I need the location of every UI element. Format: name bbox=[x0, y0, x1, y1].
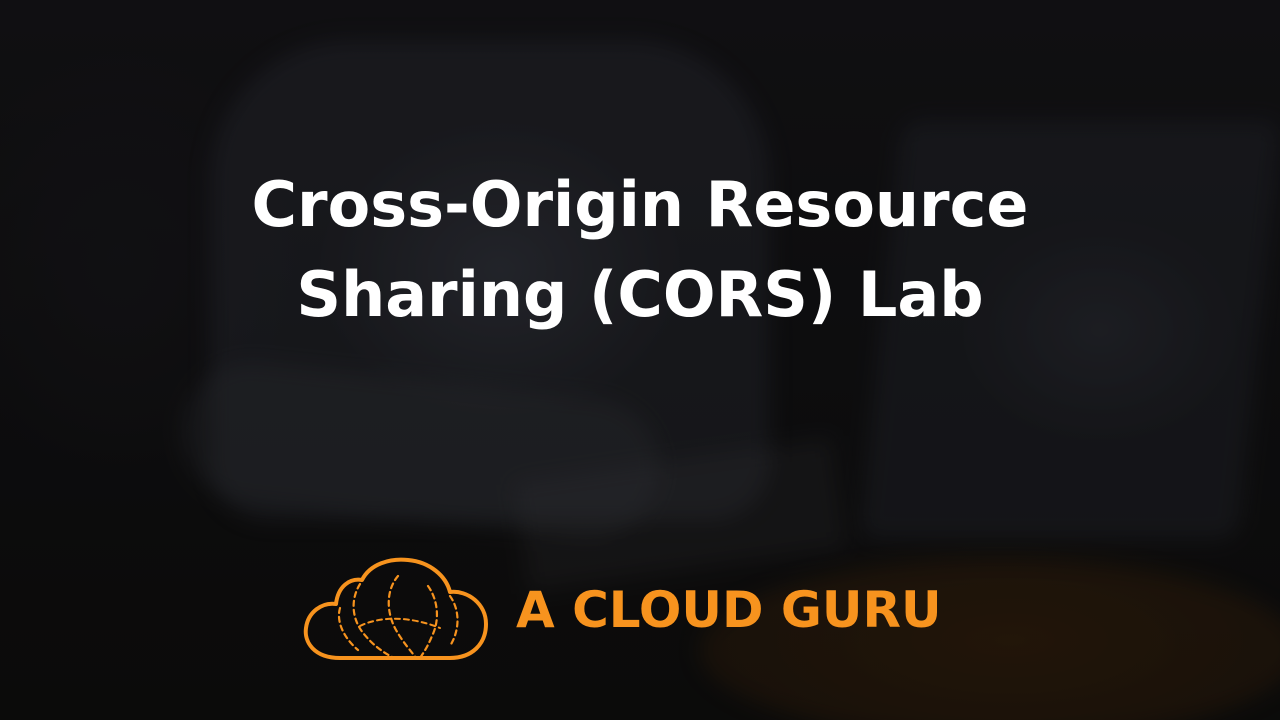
slide-title: Cross-Origin Resource Sharing (CORS) Lab bbox=[140, 160, 1140, 340]
table-glow bbox=[700, 560, 1280, 720]
cloud-logo-icon bbox=[303, 557, 488, 660]
person-silhouette bbox=[210, 40, 770, 520]
brand-lockup: A CLOUD GURU bbox=[300, 556, 1000, 666]
slide-title-line-2: Sharing (CORS) Lab bbox=[296, 258, 984, 331]
brand-name: A CLOUD GURU bbox=[516, 581, 942, 639]
slide-title-line-1: Cross-Origin Resource bbox=[251, 168, 1029, 241]
